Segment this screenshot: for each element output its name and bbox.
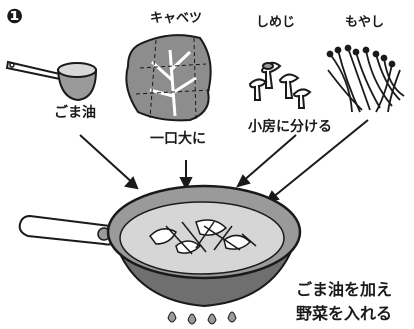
moyashi-label: もやし: [345, 15, 385, 30]
step-number: ❶: [6, 4, 23, 28]
bean-sprouts-icon: [326, 44, 405, 113]
arrows: [79, 119, 369, 204]
sesame-oil-label: ごま油: [54, 105, 96, 121]
separate-shimeji-label: 小房に分ける: [248, 119, 332, 135]
cabbage-label: キャベツ: [150, 11, 203, 26]
shimeji-mushroom-icon: [248, 61, 312, 109]
shimeji-label: しめじ: [256, 15, 296, 30]
frying-pan-icon: [18, 184, 302, 308]
instruction-line-2: 野菜を入れる: [296, 304, 393, 323]
instruction-line-1: ごま油を加え: [296, 280, 393, 299]
cabbage-leaf-icon: [125, 34, 212, 122]
measuring-spoon-icon: [5, 60, 98, 102]
flame-icon: [167, 311, 237, 325]
cut-cabbage-label: 一口大に: [150, 131, 206, 147]
